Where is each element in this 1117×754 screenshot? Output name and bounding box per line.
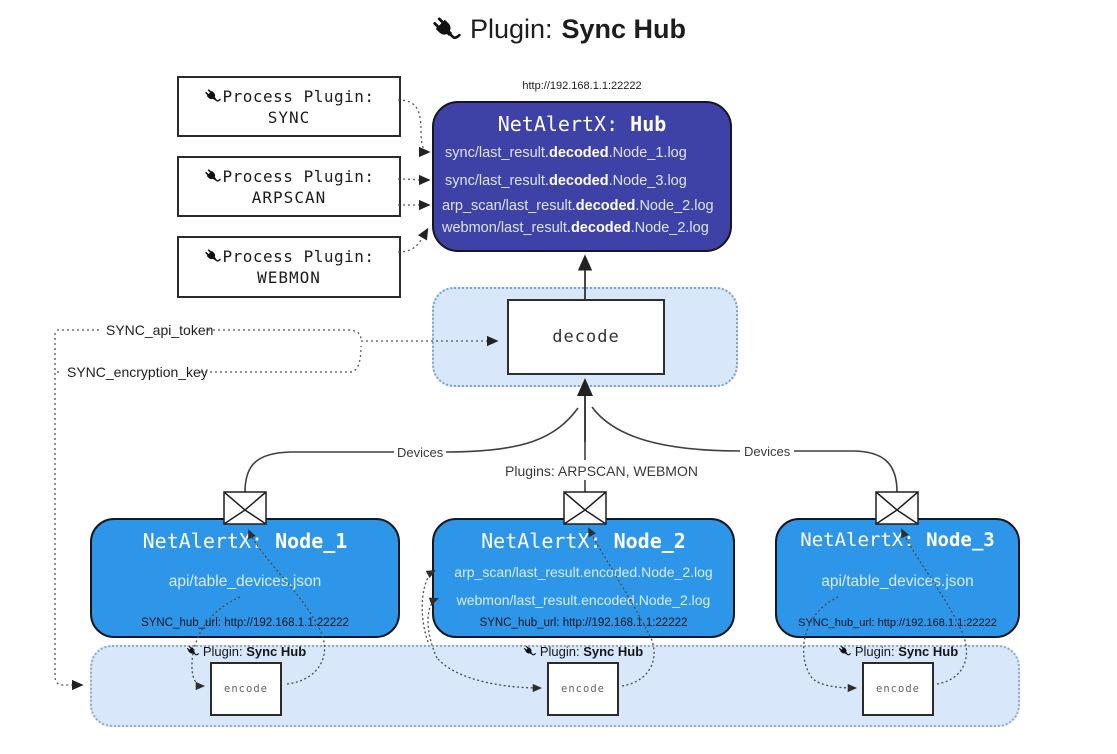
encode-box: encode xyxy=(547,662,619,716)
hub-box: NetAlertX: Hub sync/last_result.decoded.… xyxy=(432,101,732,252)
node-file: arp_scan/last_result.encoded.Node_2.log xyxy=(454,564,713,580)
plug-icon xyxy=(204,168,221,185)
page-title-name: Sync Hub xyxy=(561,14,687,44)
encode-box: encode xyxy=(862,662,934,716)
plugins-edge-label: Plugins: ARPSCAN, WEBMON xyxy=(505,463,698,479)
hub-log-line: sync/last_result.decoded.Node_3.log xyxy=(445,173,687,189)
node-3-box: NetAlertX: Node_3 api/table_devices.json… xyxy=(775,518,1020,638)
devices-label-right: Devices xyxy=(744,444,791,459)
plugin-to-hub-connectors xyxy=(397,99,431,253)
process-plugin-label: Process Plugin: xyxy=(222,166,375,186)
band-plugin-label: Plugin: Sync Hub xyxy=(161,644,331,659)
process-plugin-arpscan-header: Process Plugin: xyxy=(204,167,375,186)
page-title-prefix: Plugin: xyxy=(469,14,553,44)
plug-icon xyxy=(838,645,851,658)
node-file: webmon/last_result.encoded.Node_2.log xyxy=(456,592,711,608)
hub-title-name: Hub xyxy=(630,112,667,136)
process-plugin-box-arpscan: Process Plugin: ARPSCAN xyxy=(177,156,401,217)
node-1-box: NetAlertX: Node_1 api/table_devices.json… xyxy=(90,518,400,638)
devices-label-left: Devices xyxy=(397,445,444,460)
process-plugin-label: Process Plugin: xyxy=(222,247,375,266)
node-title: NetAlertX: Node_3 xyxy=(800,529,995,551)
page-title: Plugin: Sync Hub xyxy=(0,14,1117,45)
plug-icon xyxy=(431,15,461,45)
encode-box: encode xyxy=(210,662,282,716)
decode-box: decode xyxy=(507,299,665,375)
hub-log-line: sync/last_result.decoded.Node_1.log xyxy=(445,145,687,161)
process-plugin-name: ARPSCAN xyxy=(251,187,327,207)
node-title: NetAlertX: Node_1 xyxy=(142,529,348,553)
plug-icon xyxy=(204,88,221,105)
sync-api-token-label: SYNC_api_token xyxy=(103,322,217,338)
band-plugin-label: Plugin: Sync Hub xyxy=(498,644,668,659)
process-plugin-box-sync: Process Plugin: SYNC xyxy=(177,76,401,137)
hub-log-line: webmon/last_result.decoded.Node_2.log xyxy=(442,220,709,236)
plug-icon xyxy=(523,645,536,658)
plug-icon xyxy=(186,645,199,658)
node-hub-url: SYNC_hub_url: http://192.168.1.1:22222 xyxy=(141,617,349,629)
node-file: api/table_devices.json xyxy=(168,573,322,590)
sync-encryption-key-label: SYNC_encryption_key xyxy=(64,364,211,380)
process-plugin-name: SYNC xyxy=(267,107,311,127)
hub-title: NetAlertX: Hub xyxy=(434,112,730,136)
node-hub-url: SYNC_hub_url: http://192.168.1.1:22222 xyxy=(798,617,997,629)
hub-log-line: arp_scan/last_result.decoded.Node_2.log xyxy=(442,198,714,214)
process-plugin-sync-header: Process Plugin: xyxy=(204,87,375,106)
process-plugin-webmon-header: Process Plugin: xyxy=(204,247,375,266)
band-plugin-label: Plugin: Sync Hub xyxy=(813,644,983,659)
node-title: NetAlertX: Node_2 xyxy=(481,529,686,553)
process-plugin-box-webmon: Process Plugin: WEBMON xyxy=(177,236,401,298)
node-file: api/table_devices.json xyxy=(821,573,974,590)
hub-title-prefix: NetAlertX: xyxy=(497,112,631,136)
node-2-box: NetAlertX: Node_2 arp_scan/last_result.e… xyxy=(432,518,735,638)
node-hub-url: SYNC_hub_url: http://192.168.1.1:22222 xyxy=(479,617,688,629)
process-plugin-name: WEBMON xyxy=(257,268,321,287)
plug-icon xyxy=(204,248,221,265)
hub-url-label: http://192.168.1.1:22222 xyxy=(522,80,642,92)
process-plugin-label: Process Plugin: xyxy=(222,86,375,106)
